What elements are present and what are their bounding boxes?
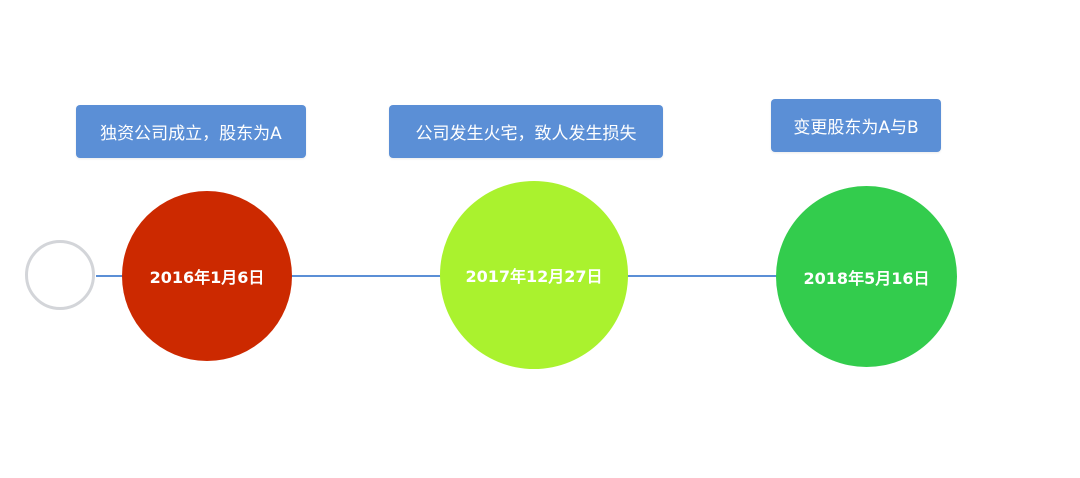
timeline-start-marker (25, 240, 95, 310)
event-description-1: 独资公司成立，股东为A (76, 105, 306, 158)
event-description-2: 公司发生火宅，致人发生损失 (389, 105, 663, 158)
event-node-3: 2018年5月16日 (776, 186, 957, 367)
event-date-3: 2018年5月16日 (803, 268, 930, 288)
event-node-2: 2017年12月27日 (440, 181, 628, 369)
event-date-2: 2017年12月27日 (465, 267, 603, 286)
event-node-1: 2016年1月6日 (122, 191, 292, 361)
event-date-1: 2016年1月6日 (149, 268, 265, 287)
event-description-3: 变更股东为A与B (771, 99, 941, 152)
